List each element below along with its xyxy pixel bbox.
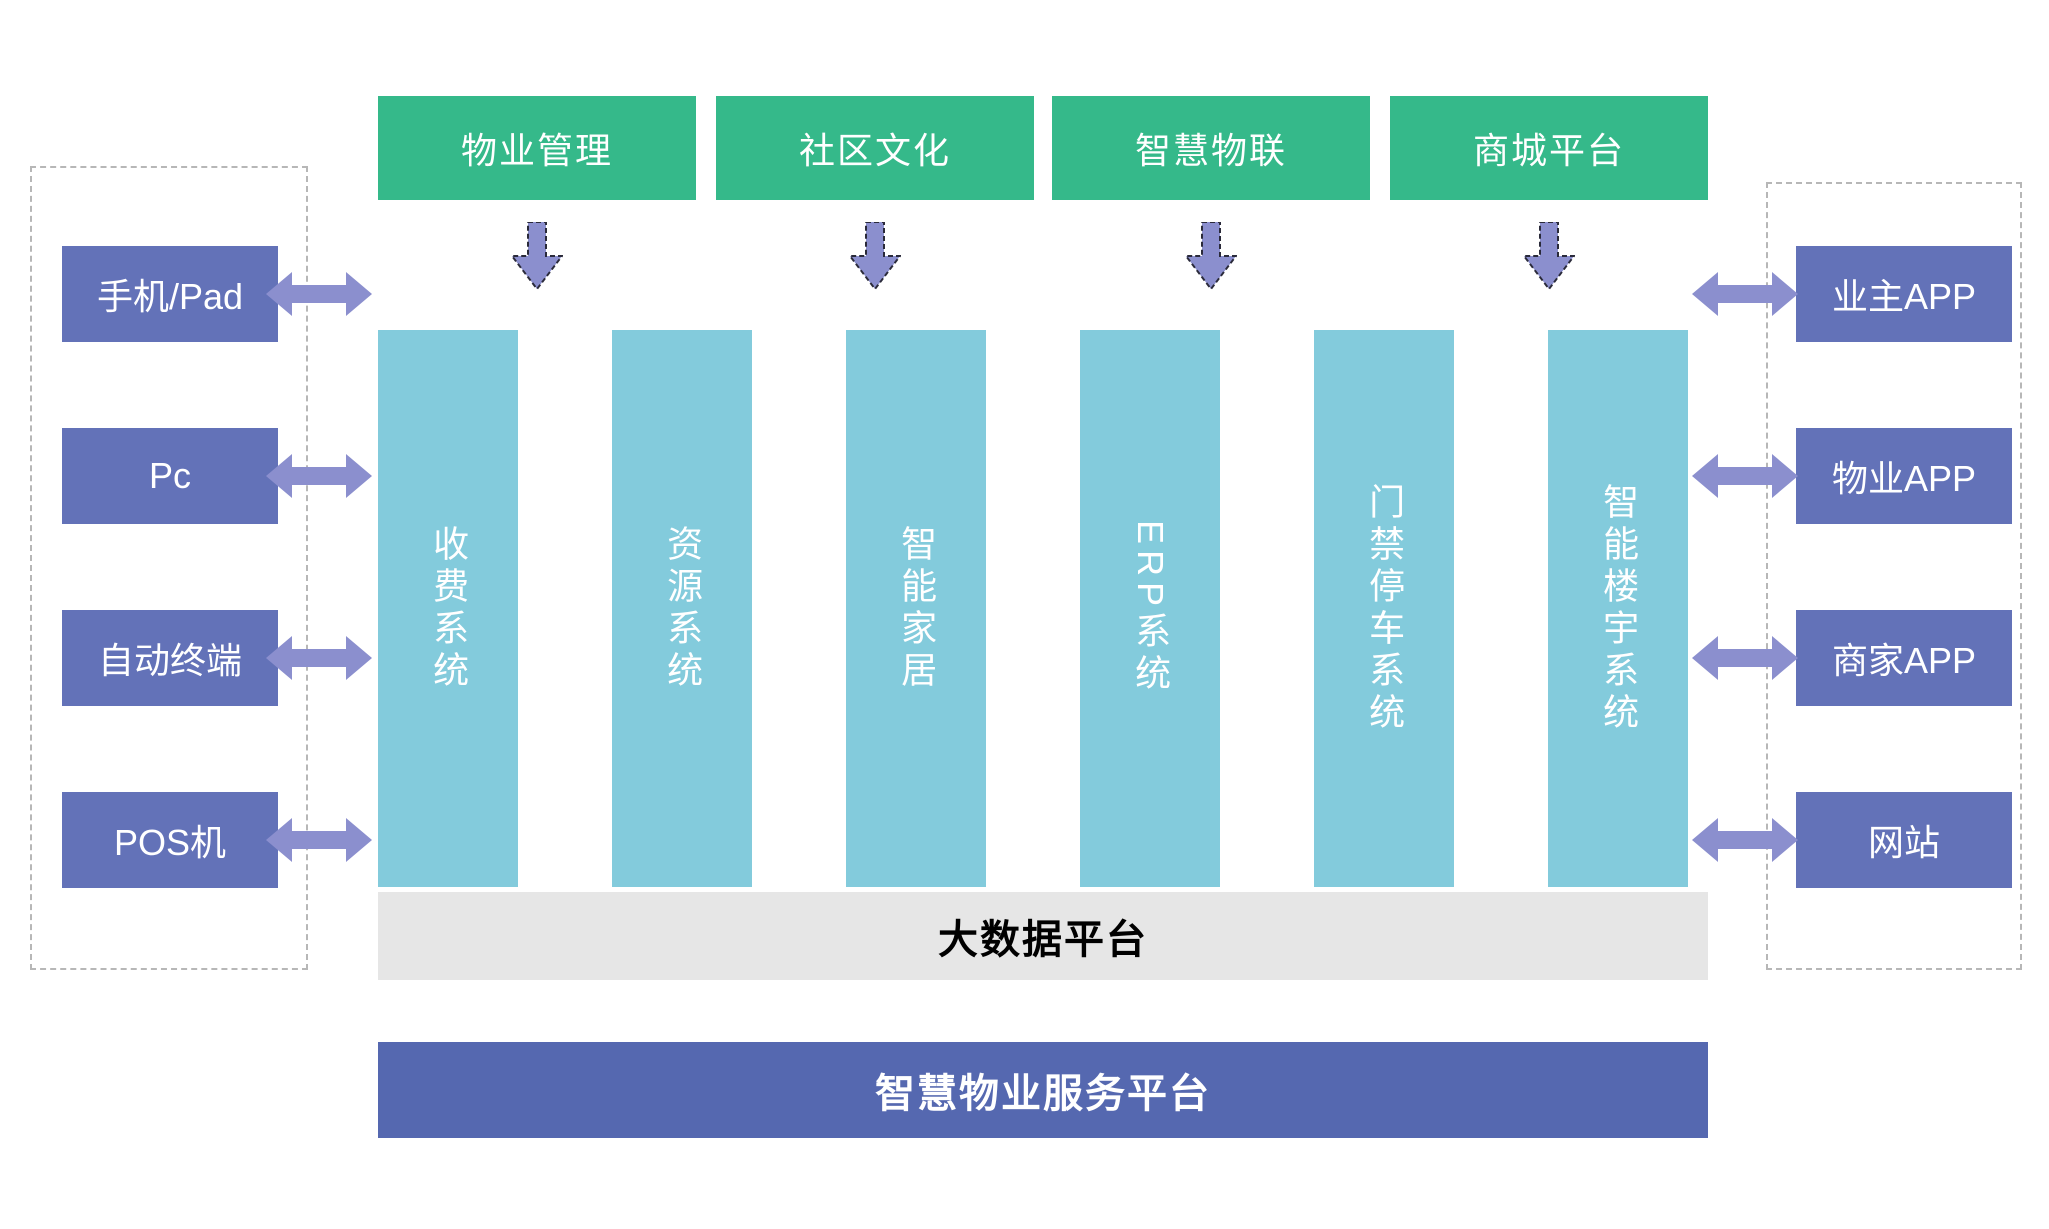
terminal-chip-4[interactable]: POS机 (62, 792, 278, 888)
bigdata-platform-bar: 大数据平台 (378, 892, 1708, 980)
system-column-6[interactable]: 智能楼宇系统 (1548, 330, 1688, 887)
system-column-5[interactable]: 门禁停车系统 (1314, 330, 1454, 887)
app-chip-1[interactable]: 业主APP (1796, 246, 2012, 342)
service-module-label: 商城平台 (1472, 130, 1625, 171)
terminal-chip-2[interactable]: Pc (62, 428, 278, 524)
system-column-label: 资源系统 (662, 524, 704, 693)
access-terminals-group (30, 166, 308, 970)
bidirectional-arrow-icon (266, 630, 372, 686)
app-label: 网站 (1867, 822, 1940, 863)
system-column-1[interactable]: 收费系统 (378, 330, 518, 887)
system-column-label: ERP系统 (1130, 520, 1172, 697)
bigdata-platform-label: 大数据平台 (938, 918, 1148, 962)
app-chip-3[interactable]: 商家APP (1796, 610, 2012, 706)
app-chip-2[interactable]: 物业APP (1796, 428, 2012, 524)
bidirectional-arrow-icon (266, 448, 372, 504)
terminal-label: 手机/Pad (96, 276, 244, 317)
bidirectional-arrow-icon (266, 266, 372, 322)
down-arrow-icon (1183, 221, 1239, 291)
system-column-label: 收费系统 (428, 524, 470, 693)
bidirectional-arrow-icon (266, 812, 372, 868)
terminal-label: Pc (148, 455, 191, 496)
bidirectional-arrow-icon (1692, 812, 1798, 868)
system-column-3[interactable]: 智能家居 (846, 330, 986, 887)
system-column-label: 智能家居 (896, 524, 938, 693)
service-module-2[interactable]: 社区文化 (716, 96, 1034, 200)
app-label: 商家APP (1831, 640, 1977, 681)
down-arrow-icon (1521, 221, 1577, 291)
smart-property-platform-label: 智慧物业服务平台 (875, 1072, 1211, 1116)
service-module-label: 物业管理 (460, 130, 613, 171)
service-module-label: 社区文化 (798, 130, 951, 171)
system-column-2[interactable]: 资源系统 (612, 330, 752, 887)
bidirectional-arrow-icon (1692, 630, 1798, 686)
system-column-label: 智能楼宇系统 (1598, 482, 1640, 735)
terminal-chip-1[interactable]: 手机/Pad (62, 246, 278, 342)
bidirectional-arrow-icon (1692, 266, 1798, 322)
smart-property-platform-bar: 智慧物业服务平台 (378, 1042, 1708, 1138)
client-applications-group (1766, 182, 2022, 970)
bidirectional-arrow-icon (1692, 448, 1798, 504)
app-label: 物业APP (1831, 458, 1977, 499)
service-module-1[interactable]: 物业管理 (378, 96, 696, 200)
system-column-4[interactable]: ERP系统 (1080, 330, 1220, 887)
service-module-3[interactable]: 智慧物联 (1052, 96, 1370, 200)
service-module-4[interactable]: 商城平台 (1390, 96, 1708, 200)
terminal-chip-3[interactable]: 自动终端 (62, 610, 278, 706)
app-chip-4[interactable]: 网站 (1796, 792, 2012, 888)
system-column-label: 门禁停车系统 (1364, 482, 1406, 735)
down-arrow-icon (509, 221, 565, 291)
terminal-label: 自动终端 (97, 640, 242, 681)
service-module-label: 智慧物联 (1134, 130, 1287, 171)
down-arrow-icon (847, 221, 903, 291)
terminal-label: POS机 (113, 822, 227, 863)
app-label: 业主APP (1831, 276, 1977, 317)
